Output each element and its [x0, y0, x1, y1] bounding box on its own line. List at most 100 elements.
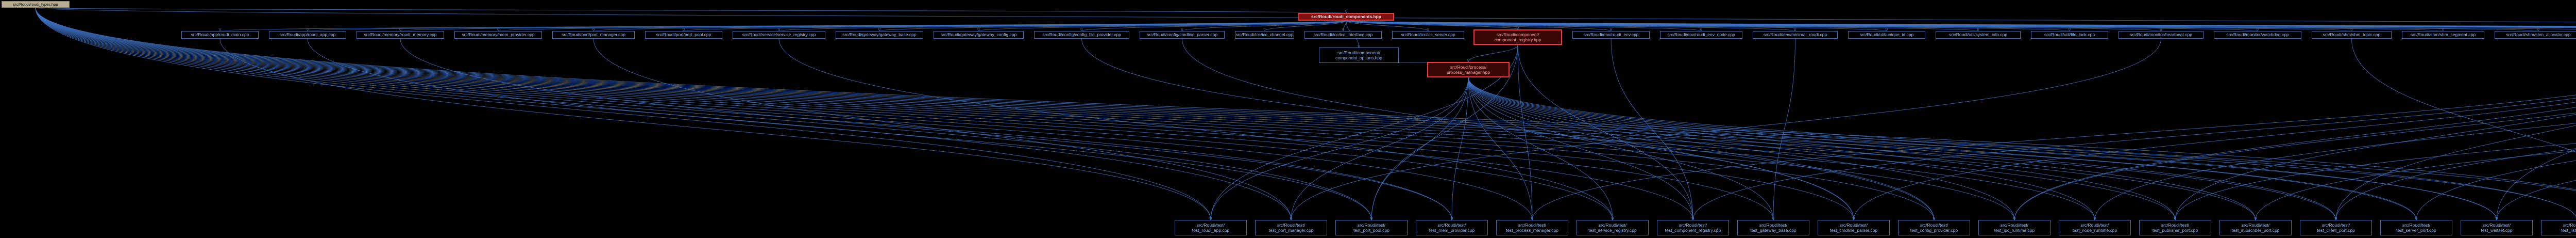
graph-edge [35, 7, 2576, 23]
graph-node-D[interactable]: src/Roudi/process/ process_manager.hpp [1427, 62, 1510, 77]
graph-node-b03[interactable]: src/Roudi/test/ test_port_pool.cpp [1335, 220, 1408, 235]
graph-edge [1468, 77, 1854, 220]
graph-node-A[interactable]: src/Roudi/roudi_components.hpp [1298, 13, 1394, 21]
graph-node-b02[interactable]: src/Roudi/test/ test_port_manager.cpp [1255, 220, 1327, 235]
graph-edge [1346, 20, 2576, 26]
graph-node-r01[interactable]: src/Roudi/env/roudi_env.cpp [1572, 31, 1650, 39]
graph-edge [1468, 77, 2095, 220]
graph-edge [1265, 20, 1347, 31]
graph-node-b01[interactable]: src/Roudi/test/ test_roudi_app.cpp [1175, 220, 1247, 235]
graph-edge [35, 7, 1211, 220]
graph-edge [35, 7, 2336, 220]
graph-node-r10[interactable]: src/Roudi/shm/shm_segment.cpp [2402, 31, 2484, 39]
graph-node-b06[interactable]: src/Roudi/test/ test_service_registry.cp… [1577, 220, 1649, 235]
graph-edge [1468, 77, 1532, 220]
graph-edge [1532, 94, 2576, 220]
graph-node-l14[interactable]: src/Roudi/icc/icc_server.cpp [1392, 31, 1464, 39]
graph-edge [35, 7, 2576, 220]
graph-node-b09[interactable]: src/Roudi/test/ test_cmdline_parser.cpp [1818, 220, 1890, 235]
graph-edge [2095, 123, 2576, 220]
graph-edge [2416, 160, 2576, 220]
graph-node-b12[interactable]: src/Roudi/test/ test_node_runtime.cpp [2059, 220, 2131, 235]
graph-node-l06[interactable]: src/Roudi/port/port_pool.cpp [645, 31, 722, 39]
graph-node-B[interactable]: src/Roudi/component/ component_registry.… [1473, 29, 1562, 45]
graph-edge [35, 7, 2576, 190]
graph-edge [778, 38, 1613, 220]
graph-edge [35, 7, 1934, 220]
graph-node-r02[interactable]: src/Roudi/env/roudi_env_node.cpp [1660, 31, 1742, 39]
graph-node-l04[interactable]: src/Roudi/memory/mem_provider.cpp [454, 31, 542, 39]
graph-node-root[interactable]: src/Roudi/roudi_types.hpp [2, 1, 70, 8]
graph-edge [1693, 98, 2576, 220]
graph-node-l09[interactable]: src/Roudi/gateway/gateway_config.cpp [934, 31, 1024, 39]
graph-edge [35, 7, 1346, 13]
graph-edge [35, 7, 1854, 220]
graph-edge [1468, 77, 2497, 220]
graph-node-b14[interactable]: src/Roudi/test/ test_subscriber_port.cpp [2219, 220, 2292, 235]
graph-edge [1081, 38, 1935, 220]
graph-node-l13[interactable]: src/Roudi/icc/icc_interface.cpp [1304, 31, 1382, 39]
graph-node-l01[interactable]: src/Roudi/app/roudi_main.cpp [181, 31, 259, 39]
graph-edge [979, 20, 1347, 31]
graph-edge [1468, 77, 2416, 220]
graph-edge [1468, 44, 1518, 62]
graph-node-l08[interactable]: src/Roudi/gateway/gateway_base.cpp [836, 31, 923, 39]
graph-node-b11[interactable]: src/Roudi/test/ test_ipc_runtime.cpp [1978, 220, 2050, 235]
graph-node-b17[interactable]: src/Roudi/test/ test_waitset.cpp [2461, 220, 2533, 235]
graph-edge [2014, 113, 2576, 220]
graph-node-r06[interactable]: src/Roudi/util/file_lock.cpp [2031, 31, 2108, 39]
graph-edge [1517, 44, 1532, 220]
graph-node-m1[interactable]: src/Roudi/component/ component_options.h… [1319, 47, 1399, 63]
graph-node-r09[interactable]: src/Roudi/shm/shm_topic.cpp [2312, 31, 2392, 39]
graph-node-l03[interactable]: src/Roudi/memory/roudi_memory.cpp [357, 31, 444, 39]
graph-edge [1468, 77, 2175, 220]
graph-edge [1082, 20, 1347, 31]
graph-node-l12[interactable]: src/Roudi/icc/icc_channel.cpp [1235, 31, 1294, 39]
graph-edge [35, 7, 2014, 220]
graph-edge [1211, 44, 1518, 220]
graph-edge [1182, 20, 1347, 31]
graph-edge [1468, 77, 2576, 220]
graph-edge [1468, 77, 2256, 220]
graph-node-l10[interactable]: src/Roudi/config/config_file_provider.cp… [1034, 31, 1129, 39]
graph-edge [1468, 77, 1934, 220]
graph-node-l05[interactable]: src/Roudi/port/port_manager.cpp [552, 31, 635, 39]
graph-node-b16[interactable]: src/Roudi/test/ test_server_port.cpp [2380, 220, 2452, 235]
graph-node-r03[interactable]: src/Roudi/env/minimal_roudi.cpp [1753, 31, 1838, 39]
graph-edge [2175, 114, 2576, 220]
graph-node-r07[interactable]: src/Roudi/monitor/heartbeat.cpp [2119, 31, 2204, 39]
graph-edge [1468, 77, 2014, 220]
graph-edge [35, 7, 2497, 220]
graph-edge [1346, 20, 1428, 31]
graph-edge [2336, 125, 2576, 220]
graph-node-l11[interactable]: src/Roudi/config/cmdline_parser.cpp [1140, 31, 1225, 39]
graph-edge [219, 38, 1211, 220]
graph-edge [2014, 107, 2576, 220]
graph-edge [35, 7, 1371, 220]
graph-node-b07[interactable]: src/Roudi/test/ test_component_registry.… [1657, 220, 1729, 235]
graph-edge [1452, 77, 1469, 220]
graph-node-b18[interactable]: src/Roudi/test/ test_listener.cpp [2541, 220, 2576, 235]
graph-edge [400, 38, 1452, 220]
graph-node-b05[interactable]: src/Roudi/test/ test_process_manager.cpp [1496, 220, 1568, 235]
graph-node-b13[interactable]: src/Roudi/test/ test_publisher_port.cpp [2139, 220, 2211, 235]
graph-node-l07[interactable]: src/Roudi/service/service_registry.cpp [733, 31, 825, 39]
graph-edge [1346, 20, 1611, 31]
graph-node-r04[interactable]: src/Roudi/util/unique_id.cpp [1848, 31, 1925, 39]
graph-edge [2256, 150, 2576, 220]
graph-edge [1291, 77, 1469, 220]
graph-node-b10[interactable]: src/Roudi/test/ test_config_provider.cpp [1898, 220, 1970, 235]
graph-node-b04[interactable]: src/Roudi/test/ test_mem_provider.cpp [1416, 220, 1488, 235]
graph-node-r11[interactable]: src/Roudi/shm/shm_allocator.cpp [2495, 31, 2576, 39]
graph-edge [1371, 77, 1469, 220]
graph-edge [1211, 77, 1469, 220]
graph-edge [1468, 77, 2576, 191]
graph-node-b15[interactable]: src/Roudi/test/ test_client_port.cpp [2300, 220, 2372, 235]
graph-node-b08[interactable]: src/Roudi/test/ test_gateway_base.cpp [1737, 220, 1809, 235]
graph-node-l02[interactable]: src/Roudi/app/roudi_app.cpp [269, 31, 346, 39]
graph-edge [2351, 38, 2576, 153]
graph-node-r05[interactable]: src/Roudi/util/system_info.cpp [1936, 31, 2021, 39]
graph-edge [35, 7, 2256, 220]
graph-node-r08[interactable]: src/Roudi/monitor/watchdog.cpp [2214, 31, 2301, 39]
